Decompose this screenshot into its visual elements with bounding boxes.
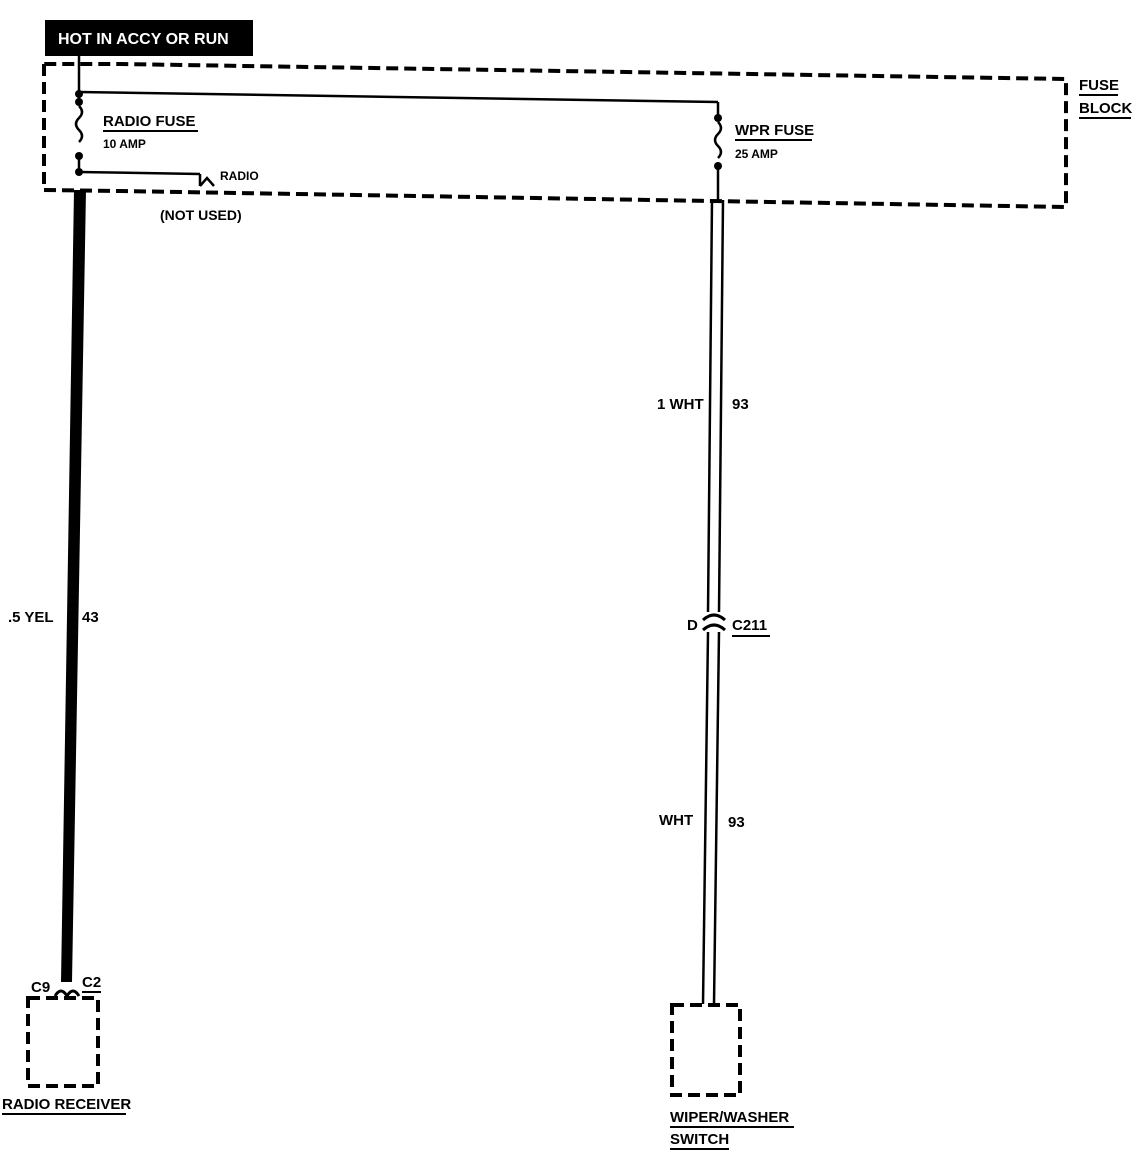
power-source-label: HOT IN ACCY OR RUN xyxy=(58,31,229,48)
power-bus xyxy=(77,56,719,104)
wiper-switch-name-line2: SWITCH xyxy=(670,1131,729,1148)
radio-fuse-name: RADIO FUSE xyxy=(103,113,196,130)
radio-receiver-pin: C9 xyxy=(31,979,50,996)
wiper-switch-name-line1: WIPER/WASHER xyxy=(670,1109,789,1126)
radio-tap xyxy=(78,170,215,187)
wpr-fuse-rating: 25 AMP xyxy=(735,147,778,161)
radio-receiver-connector-name: C2 xyxy=(82,974,101,991)
fuse-block-title: FUSE BLOCK xyxy=(1079,77,1132,119)
radio-receiver-name: RADIO RECEIVER xyxy=(2,1096,131,1113)
radio-fuse xyxy=(74,90,84,176)
radio-wire-circuit: 43 xyxy=(82,609,99,626)
wiper-wire-lower-circuit: 93 xyxy=(728,814,745,831)
fuse-block-title-line1: FUSE xyxy=(1079,77,1119,94)
wiper-wire-upper xyxy=(706,199,725,613)
wiper-wire-upper-circuit: 93 xyxy=(732,396,749,413)
radio-tap-note: (NOT USED) xyxy=(160,207,242,223)
radio-fuse-rating: 10 AMP xyxy=(103,137,146,151)
radio-wire-label: .5 YEL xyxy=(8,609,54,626)
c211-pin: D xyxy=(687,617,698,634)
c211-name: C211 xyxy=(732,617,767,634)
wpr-fuse-name: WPR FUSE xyxy=(735,122,814,139)
wiper-wire-upper-label: 1 WHT xyxy=(657,396,704,413)
wiper-switch-box xyxy=(670,1003,742,1097)
wiper-wire-lower-label: WHT xyxy=(659,812,693,829)
fuse-block-outline xyxy=(42,62,1068,210)
radio-receiver-box xyxy=(26,996,100,1088)
fuse-block-title-line2: BLOCK xyxy=(1079,100,1132,117)
wiper-wire-lower xyxy=(701,631,721,1005)
connector-c211 xyxy=(701,613,727,632)
radio-tap-label: RADIO xyxy=(220,169,259,183)
wpr-fuse xyxy=(713,102,723,200)
radio-wire xyxy=(61,190,86,982)
power-source-tag: HOT IN ACCY OR RUN xyxy=(45,20,253,56)
radio-receiver-connector xyxy=(53,989,81,999)
